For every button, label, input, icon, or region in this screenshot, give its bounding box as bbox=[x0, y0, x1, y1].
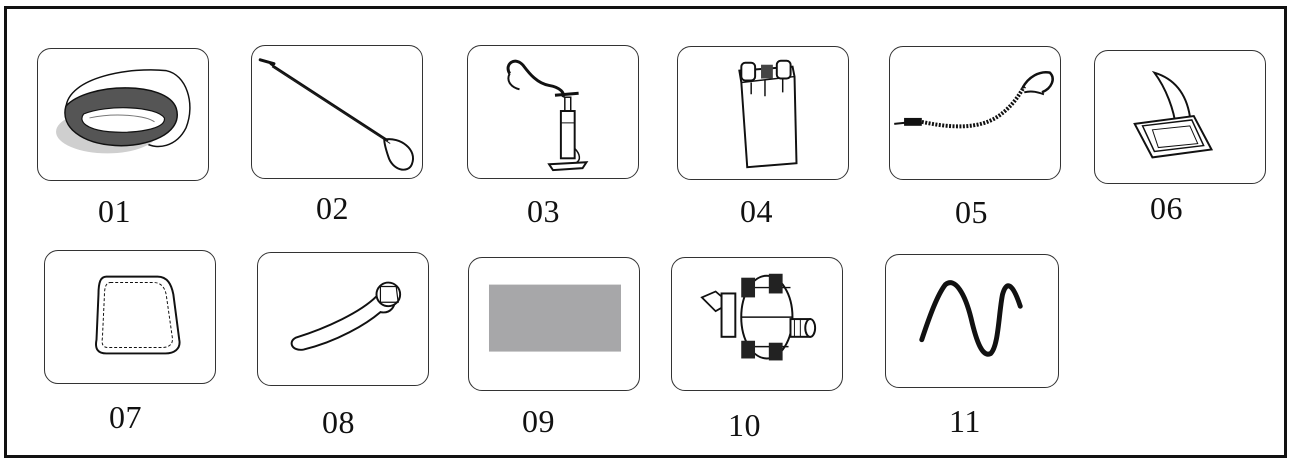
part-number-10: 10 bbox=[728, 407, 761, 443]
part-tile-08 bbox=[257, 252, 429, 386]
part-number-03: 03 bbox=[527, 193, 560, 229]
part-number-05: 05 bbox=[955, 194, 988, 230]
part-number-01: 01 bbox=[98, 193, 131, 229]
part-number-11: 11 bbox=[949, 403, 981, 439]
valve-adapter-icon bbox=[700, 273, 817, 361]
part-number-09: 09 bbox=[522, 403, 555, 439]
part-tile-03 bbox=[467, 45, 639, 179]
part-tile-11 bbox=[885, 254, 1059, 388]
bungee-cord-icon bbox=[919, 280, 1023, 357]
paddle-icon bbox=[258, 58, 414, 171]
part-number-04: 04 bbox=[740, 193, 773, 229]
part-tile-04 bbox=[677, 46, 849, 180]
repair-patch-icon bbox=[95, 275, 181, 355]
part-tile-06 bbox=[1094, 50, 1266, 184]
bag-icon bbox=[56, 69, 191, 154]
placeholder-card-icon bbox=[488, 284, 621, 352]
leash-icon bbox=[894, 71, 1054, 129]
part-number-02: 02 bbox=[316, 190, 349, 226]
backpack-icon bbox=[738, 59, 798, 169]
part-tile-05 bbox=[889, 46, 1061, 180]
part-tile-07 bbox=[44, 250, 216, 384]
part-number-06: 06 bbox=[1150, 190, 1183, 226]
part-tile-09 bbox=[468, 257, 640, 391]
pump-icon bbox=[506, 59, 589, 172]
part-tile-02 bbox=[251, 45, 423, 179]
part-number-07: 07 bbox=[109, 399, 142, 435]
fin-icon bbox=[1133, 70, 1214, 159]
part-tile-10 bbox=[671, 257, 843, 391]
part-number-08: 08 bbox=[322, 404, 355, 440]
valve-wrench-icon bbox=[290, 281, 402, 351]
part-tile-01 bbox=[37, 48, 209, 181]
parts-list-frame bbox=[4, 6, 1287, 458]
